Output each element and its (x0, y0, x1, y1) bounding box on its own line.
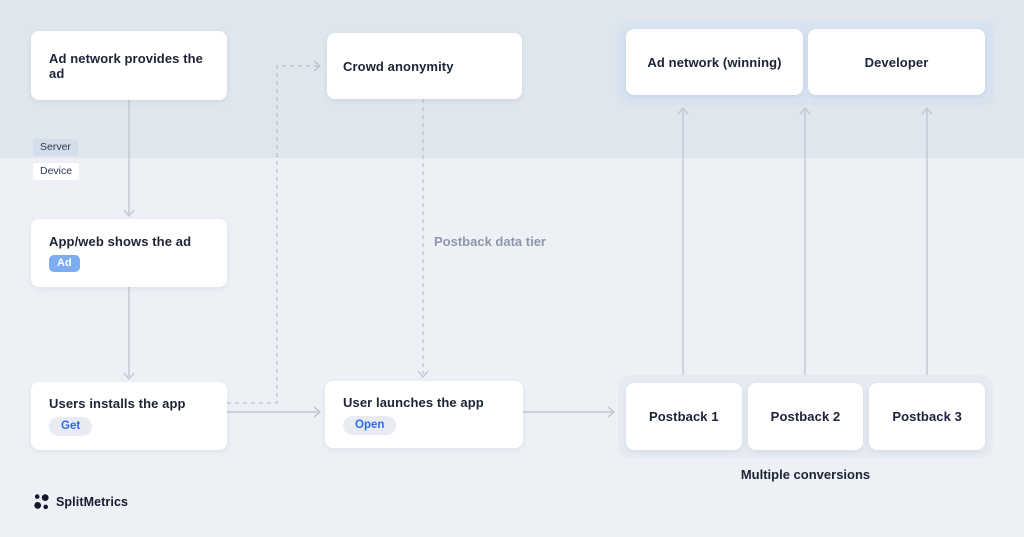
connector-appweb-to-install (123, 287, 135, 380)
get-badge: Get (49, 417, 93, 436)
node-title: Developer (864, 54, 929, 70)
node-title: Ad network (winning) (647, 54, 782, 70)
node-crowd-anonymity: Crowd anonymity (327, 33, 522, 99)
node-title: Crowd anonymity (343, 58, 454, 74)
connector-launch-to-postbacks (523, 406, 615, 418)
node-users-installs-app: Users installs the app Get (31, 382, 227, 450)
node-ad-network-winning: Ad network (winning) (626, 29, 803, 95)
arrowhead-launch (417, 370, 429, 378)
node-app-web-shows-ad: App/web shows the ad Ad (31, 219, 227, 287)
node-title: Postback 2 (770, 409, 841, 424)
ad-badge: Ad (49, 255, 80, 272)
node-title: Users installs the app (49, 396, 186, 411)
node-user-launches-app: User launches the app Open (325, 381, 523, 448)
node-postback-1: Postback 1 (626, 383, 742, 450)
node-postback-3: Postback 3 (869, 383, 986, 450)
splitmetrics-logo-icon (34, 494, 49, 510)
node-title: Postback 1 (649, 409, 719, 424)
splitmetrics-logo-text: SplitMetrics (56, 495, 129, 509)
node-title: App/web shows the ad (49, 234, 192, 249)
node-title: Ad network provides the ad (49, 50, 203, 81)
node-developer: Developer (808, 29, 985, 95)
connector-install-to-launch (227, 406, 321, 418)
node-title: User launches the app (343, 394, 484, 410)
postback-data-tier-label: Postback data tier (434, 234, 546, 249)
postbacks-panel: Postback 1 Postback 2 Postback 3 (618, 375, 993, 458)
splitmetrics-logo: SplitMetrics (33, 493, 128, 511)
multiple-conversions-label: Multiple conversions (740, 467, 871, 482)
open-badge: Open (343, 415, 397, 435)
node-ad-network-provides: Ad network provides the ad (31, 31, 227, 100)
winner-panel: Ad network (winning) Developer (618, 21, 993, 103)
node-postback-2: Postback 2 (747, 383, 864, 450)
node-title: Postback 3 (892, 409, 962, 424)
device-zone-label: Device (33, 163, 80, 180)
server-zone-label: Server (33, 139, 78, 156)
